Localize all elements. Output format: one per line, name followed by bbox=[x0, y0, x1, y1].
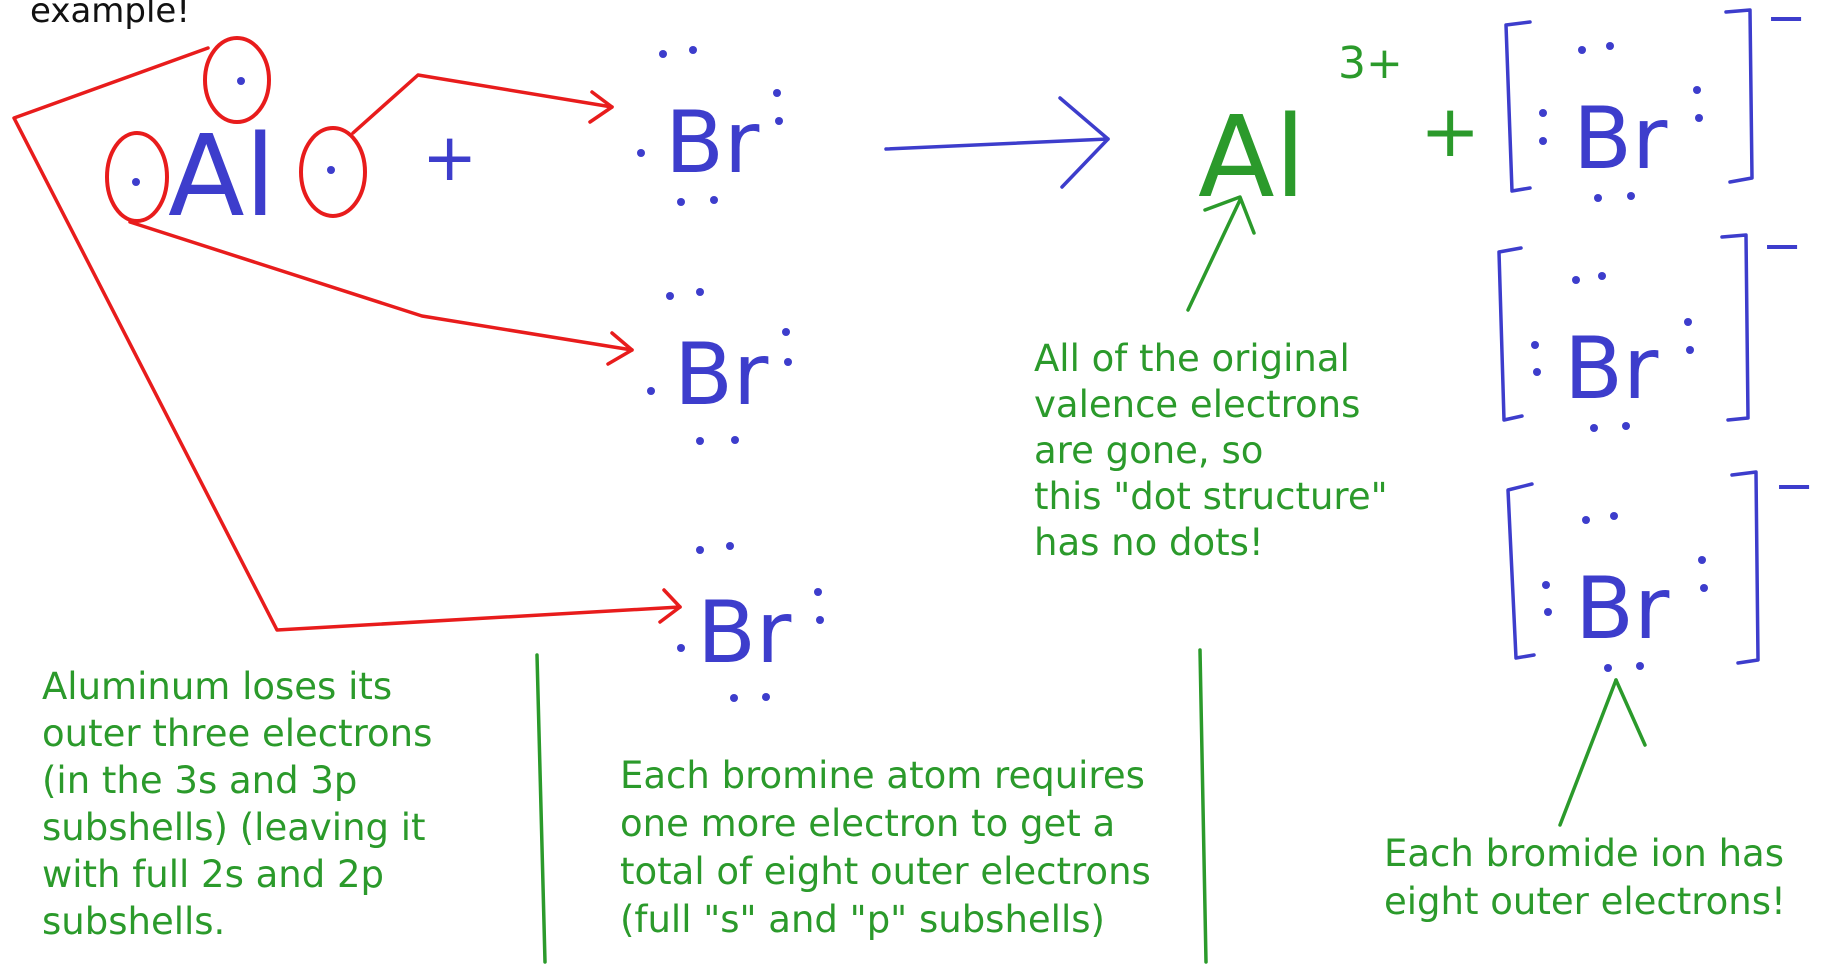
annotation-strokes bbox=[535, 195, 1647, 964]
bromide-note: Each bromide ion has eight outer electro… bbox=[1384, 830, 1786, 926]
bromine-symbol: Br bbox=[674, 325, 769, 425]
aluminum-atom: Al bbox=[132, 77, 335, 242]
note-line: outer three electrons bbox=[42, 712, 433, 755]
bromine-symbol: Br bbox=[697, 583, 792, 683]
note-line: valence electrons bbox=[1034, 383, 1361, 426]
note-line: with full 2s and 2p bbox=[42, 853, 385, 896]
electron-transfer-arrows bbox=[12, 46, 682, 632]
bromine-atom-3: Br bbox=[677, 542, 824, 702]
aluminum-electron-top bbox=[237, 77, 245, 85]
arrow-path-to-bromine-3 bbox=[12, 46, 682, 632]
bromide-3-dots bbox=[1542, 512, 1708, 672]
bromine-note: Each bromine atom requires one more elec… bbox=[620, 752, 1151, 944]
note-line: (in the 3s and 3p bbox=[42, 759, 358, 802]
bromide-3-left-bracket bbox=[1506, 482, 1536, 660]
bromide-1-charge: − bbox=[1766, 0, 1806, 46]
bromine-symbol: Br bbox=[665, 93, 760, 193]
note-line: eight outer electrons! bbox=[1384, 880, 1786, 923]
note-line: has no dots! bbox=[1034, 521, 1264, 564]
bromine-3-dots bbox=[677, 542, 824, 702]
cation-charge: 3+ bbox=[1338, 38, 1403, 89]
electron-circle-left bbox=[105, 131, 169, 223]
arrowhead-bromine-2 bbox=[606, 331, 634, 366]
electron-circle-right bbox=[299, 126, 367, 218]
reactant-plus: + bbox=[422, 119, 477, 196]
product-plus: + bbox=[1420, 89, 1480, 173]
bromide-pointer-left bbox=[1558, 678, 1618, 827]
cation-pointer-line bbox=[1186, 198, 1242, 312]
arrow-path-to-bromine-1 bbox=[351, 73, 614, 135]
reaction-arrow bbox=[884, 96, 1110, 189]
aluminum-note: Aluminum loses its outer three electrons… bbox=[42, 663, 432, 945]
arrowhead-bromine-3 bbox=[658, 588, 682, 624]
electron-circles bbox=[105, 36, 367, 223]
bromide-ion-1: Br − bbox=[1504, 0, 1806, 202]
electron-circle-top bbox=[203, 36, 271, 124]
note-line: are gone, so bbox=[1034, 429, 1264, 472]
note-line: Aluminum loses its bbox=[42, 665, 393, 708]
bromide-pointer-right bbox=[1614, 678, 1647, 747]
aluminum-symbol: Al bbox=[168, 112, 276, 242]
bromide-1-left-bracket bbox=[1504, 20, 1532, 193]
note-line: (full "s" and "p" subshells) bbox=[620, 898, 1105, 941]
divider-right bbox=[1198, 648, 1208, 964]
note-line: Each bromide ion has bbox=[1384, 832, 1784, 875]
note-line: All of the original bbox=[1034, 337, 1350, 380]
bromine-symbol: Br bbox=[1564, 319, 1659, 419]
bromine-1-dots bbox=[637, 46, 783, 206]
note-line: Each bromine atom requires bbox=[620, 754, 1145, 797]
bromide-3-charge: − bbox=[1774, 458, 1814, 514]
reaction-arrow-head bbox=[1058, 96, 1110, 189]
bromide-2-right-bracket bbox=[1720, 233, 1750, 422]
bromide-ion-3: Br − bbox=[1506, 458, 1814, 672]
bromine-2-dots bbox=[647, 288, 792, 445]
bromine-atom-1: Br bbox=[637, 46, 783, 206]
bromine-atom-2: Br bbox=[647, 288, 792, 445]
bromide-1-right-bracket bbox=[1724, 8, 1754, 184]
cation-note: All of the original valence electrons ar… bbox=[1034, 336, 1388, 566]
bromide-3-right-bracket bbox=[1730, 470, 1760, 665]
arrow-path-to-bromine-2 bbox=[128, 220, 634, 352]
top-clipped-text: example! bbox=[30, 0, 190, 31]
bromide-1-dots bbox=[1539, 42, 1703, 202]
bromide-2-charge: − bbox=[1762, 218, 1802, 274]
note-line: one more electron to get a bbox=[620, 802, 1116, 845]
note-line: subshells. bbox=[42, 900, 226, 943]
cation-pointer-head bbox=[1203, 195, 1256, 235]
aluminum-cation: Al 3+ bbox=[1198, 38, 1403, 223]
bromide-2-dots bbox=[1531, 272, 1694, 432]
bromide-2-left-bracket bbox=[1497, 246, 1524, 422]
aluminum-electron-right bbox=[327, 166, 335, 174]
bromine-symbol: Br bbox=[1575, 559, 1670, 659]
cation-symbol: Al bbox=[1198, 93, 1306, 223]
aluminum-electron-left bbox=[132, 178, 140, 186]
note-line: subshells) (leaving it bbox=[42, 806, 426, 849]
bromide-ion-2: Br − bbox=[1497, 218, 1802, 432]
divider-left bbox=[535, 653, 547, 964]
reaction-arrow-shaft bbox=[884, 137, 1110, 151]
bromine-symbol: Br bbox=[1573, 89, 1668, 189]
note-line: total of eight outer electrons bbox=[620, 850, 1151, 893]
arrowhead-bromine-1 bbox=[588, 90, 614, 124]
note-line: this "dot structure" bbox=[1034, 475, 1388, 518]
